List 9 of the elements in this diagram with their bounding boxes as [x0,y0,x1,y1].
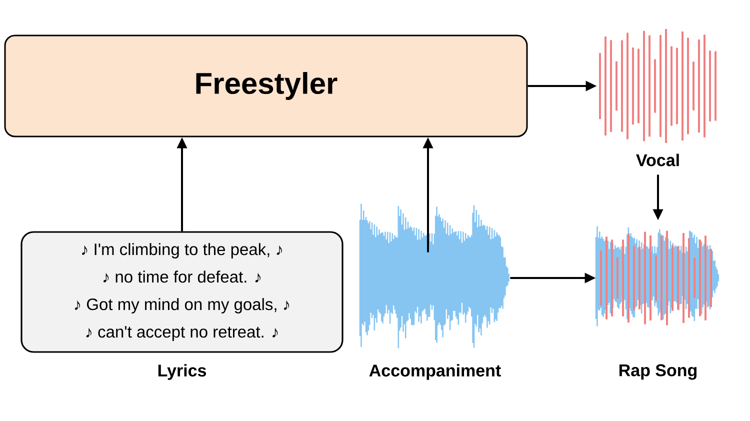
waveform-drawing [359,203,510,349]
waveform-drawing [599,28,716,144]
node-label: Accompaniment [369,364,501,380]
node-label: Lyrics [158,364,206,380]
node-label: Vocal [636,154,679,166]
node-label: Rap Song [619,364,697,380]
model-box: Freestyler [4,34,528,138]
waveform-drawing [595,226,720,327]
lyrics-box: ♪ I'm climbing to the peak, ♪ ♪ no time for defeat. ♪ ♪ Got my mind on my goals, ♪ ♪ can't accept no retreat. ♪ [20,231,344,353]
